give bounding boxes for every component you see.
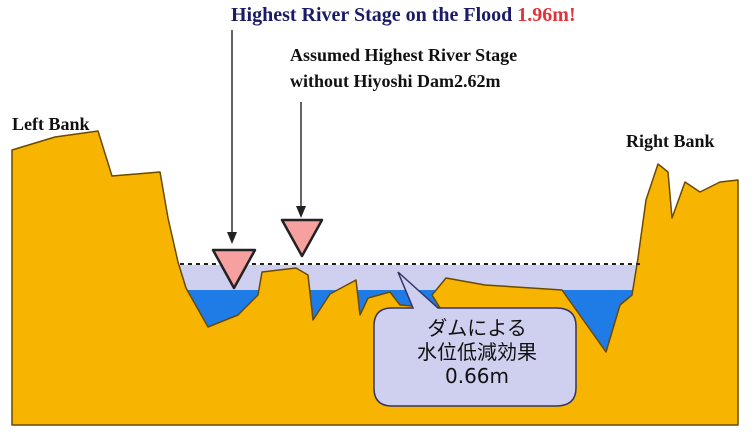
callout-line2: 水位低減効果 — [417, 340, 537, 364]
assumed-stage-line1: Assumed Highest River Stage — [290, 45, 518, 65]
assumed-stage-label: Assumed Highest River Stage without Hiyo… — [290, 42, 517, 94]
callout-line1: ダムによる — [427, 316, 527, 340]
callout-value: 0.66m — [444, 364, 509, 388]
assumed-stage-marker — [280, 218, 324, 258]
highest-stage-suffix: ! — [568, 4, 576, 26]
highest-stage-text: Highest River Stage on the Flood — [231, 4, 518, 26]
reduction-callout-bubble — [373, 271, 577, 407]
assumed-stage-line2: without Hiyoshi Dam2.62m — [290, 71, 501, 91]
arrow-head-assumed — [296, 206, 306, 218]
right-bank-label: Right Bank — [626, 131, 715, 151]
actual-stage-marker — [211, 248, 257, 290]
reduction-callout-text: ダムによる 水位低減効果 0.66m — [381, 316, 573, 388]
left-bank-label: Left Bank — [12, 114, 90, 134]
highest-stage-value: 1.96m — [517, 4, 569, 26]
highest-stage-title: Highest River Stage on the Flood 1.96m! — [231, 4, 576, 27]
arrow-head-actual — [227, 232, 237, 244]
